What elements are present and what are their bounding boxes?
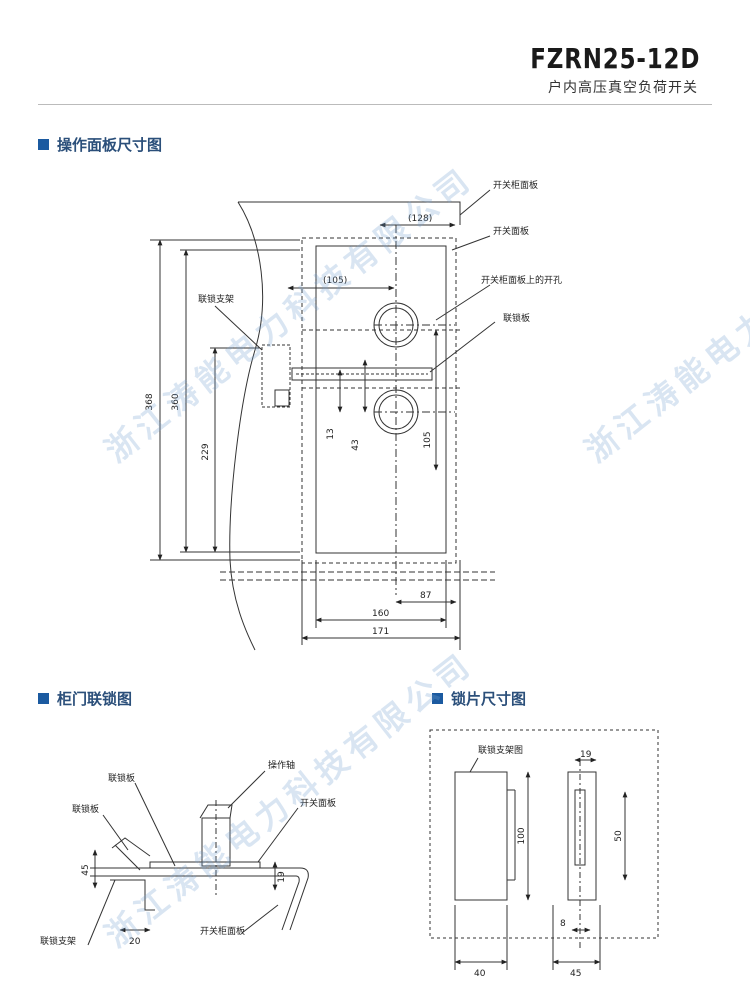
label-operating-shaft: 操作轴 [268,759,295,771]
product-model: FZRN25-12D [530,42,700,75]
dim-105-h: (105) [323,276,347,286]
label-interlock-bracket: 联锁支架 [198,293,234,305]
dim-87: 87 [420,591,431,601]
dim-360: 360 [171,393,181,410]
label-bracket-view: 联锁支架图 [478,744,523,756]
cabinet-door-outline [238,201,461,225]
operating-hole-lower [373,389,419,435]
section-bullet-icon [432,693,443,704]
section-title-interlock-text: 柜门联锁图 [57,690,133,708]
label-switch-panel: 开关面板 [493,225,529,237]
section-title-interlock: 柜门联锁图 [38,688,132,709]
label-cabinet-hole: 开关柜面板上的开孔 [481,274,562,286]
dim-20: 20 [129,937,141,947]
lock-drawing [429,729,659,970]
interlock-bracket [110,879,155,911]
label-cabinet-panel-2: 开关柜面板 [200,925,245,937]
bracket-view [454,771,508,901]
switch-panel-plate [90,867,309,931]
dim-171: 171 [372,627,389,637]
switch-panel-inner [315,245,447,554]
lock-plate [567,771,597,901]
section-title-lock-text: 锁片尺寸图 [451,690,527,708]
dim-43: 43 [351,439,361,450]
label-interlock-plate-1: 联锁板 [108,772,135,784]
header-divider [38,104,712,105]
lock-drawing-frame [429,729,659,939]
label-switch-panel-2: 开关面板 [300,797,336,809]
dim-13: 13 [326,428,336,439]
dim-40: 40 [474,969,486,979]
dim-229: 229 [201,443,211,460]
dim-50: 50 [614,830,624,842]
operating-hole-upper [373,302,419,348]
interlock-bracket-box [261,344,291,408]
label-cabinet-panel: 开关柜面板 [493,179,538,191]
interlock-drawing [87,770,309,946]
section-bullet-icon [38,693,49,704]
dim-19-a: 19 [277,871,287,883]
section-title-panel: 操作面板尺寸图 [38,134,162,155]
dim-45-b: 45 [570,969,581,979]
dim-45-a: 45 [81,864,91,875]
product-subtitle: 户内高压真空负荷开关 [548,80,698,96]
dim-19-b: 19 [580,750,592,760]
switch-panel-outer [301,237,457,564]
interlock-plate-bar [291,367,433,381]
dim-8: 8 [560,919,566,929]
panel-drawing [150,189,496,651]
section-bullet-icon [38,139,49,150]
section-title-lock: 锁片尺寸图 [432,688,526,709]
dim-128: (128) [408,214,432,224]
label-interlock-plate: 联锁板 [503,312,530,324]
dim-105-v: 105 [423,431,433,448]
dim-368: 368 [145,393,155,410]
dim-100: 100 [517,827,527,844]
section-title-panel-text: 操作面板尺寸图 [57,136,163,154]
label-interlock-plate-2: 联锁板 [72,803,99,815]
label-bracket-2: 联锁支架 [40,935,76,947]
dim-160: 160 [372,609,389,619]
